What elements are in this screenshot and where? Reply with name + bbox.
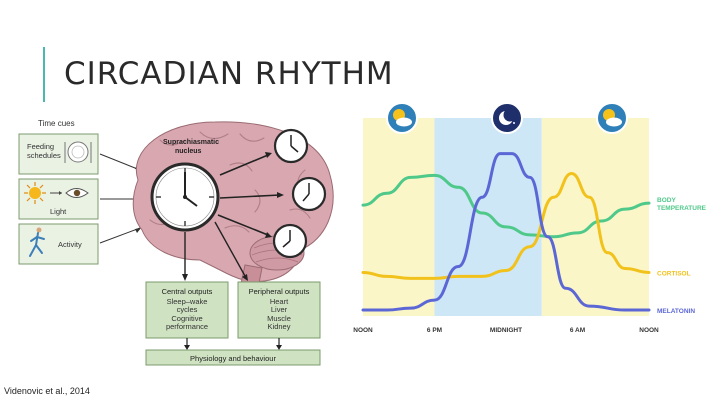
time-band xyxy=(363,118,435,316)
x-tick-label: NOON xyxy=(353,327,373,334)
peripheral-clock-icon xyxy=(291,176,327,212)
series-label: TEMPERATURE xyxy=(657,205,707,212)
sun-icon xyxy=(24,182,46,204)
svg-text:Physiology and behaviour: Physiology and behaviour xyxy=(190,354,276,363)
svg-text:performance: performance xyxy=(166,322,208,331)
svg-text:Feeding: Feeding xyxy=(27,142,54,151)
series-label: MELATONIN xyxy=(657,308,695,315)
central-outputs-box: Central outputs Sleep–wake cycles Cognit… xyxy=(145,281,229,339)
central-clock-icon xyxy=(150,162,220,232)
x-tick-label: 6 AM xyxy=(570,327,585,334)
svg-text:cycles: cycles xyxy=(177,305,198,314)
eye-icon xyxy=(65,188,89,198)
cue-light-box: Light xyxy=(18,178,99,220)
cue-feeding-box: Feeding schedules xyxy=(18,133,99,175)
series-line-body-temperature xyxy=(361,173,651,239)
plate-icon xyxy=(64,141,92,163)
svg-text:Activity: Activity xyxy=(58,240,82,249)
svg-text:Kidney: Kidney xyxy=(268,322,291,331)
series-label: BODY xyxy=(657,197,676,204)
time-band xyxy=(434,118,542,316)
physiology-behaviour-box: Physiology and behaviour xyxy=(145,349,321,366)
svg-text:Light: Light xyxy=(50,207,67,216)
svg-text:Central outputs: Central outputs xyxy=(162,287,213,296)
x-tick-label: NOON xyxy=(639,327,659,334)
svg-text:Peripheral outputs: Peripheral outputs xyxy=(249,287,310,296)
circadian-diagram: Time cues Feeding schedules xyxy=(18,119,334,366)
svg-text:schedules: schedules xyxy=(27,151,61,160)
x-tick-label: MIDNIGHT xyxy=(490,327,522,334)
x-tick-label: 6 PM xyxy=(427,327,442,334)
svg-text:Muscle: Muscle xyxy=(267,314,291,323)
sun-cloud-icon xyxy=(386,102,418,134)
svg-text:Liver: Liver xyxy=(271,305,288,314)
nucleus-label: Suprachiasmatic xyxy=(163,139,219,146)
sun-cloud-icon xyxy=(596,102,628,134)
svg-text:Cognitive: Cognitive xyxy=(171,314,202,323)
series-label: CORTISOL xyxy=(657,270,691,277)
peripheral-clock-icon xyxy=(273,128,309,164)
title-accent-bar xyxy=(43,47,45,102)
svg-text:nucleus: nucleus xyxy=(175,148,202,155)
citation: Videnovic et al., 2014 xyxy=(4,386,90,396)
time-cues-label: Time cues xyxy=(38,119,75,128)
time-band xyxy=(541,118,649,316)
moon-icon xyxy=(491,102,523,134)
peripheral-clock-icon xyxy=(272,223,308,259)
svg-text:Heart: Heart xyxy=(270,297,289,306)
peripheral-outputs-box: Peripheral outputs Heart Liver Muscle Ki… xyxy=(237,281,321,339)
page-title: CIRCADIAN RHYTHM xyxy=(64,56,394,92)
svg-text:Sleep–wake: Sleep–wake xyxy=(167,297,208,306)
runner-icon xyxy=(29,227,45,257)
series-line-cortisol xyxy=(361,171,651,280)
series-line-melatonin xyxy=(361,152,651,312)
cue-activity-box: Activity xyxy=(18,223,99,265)
